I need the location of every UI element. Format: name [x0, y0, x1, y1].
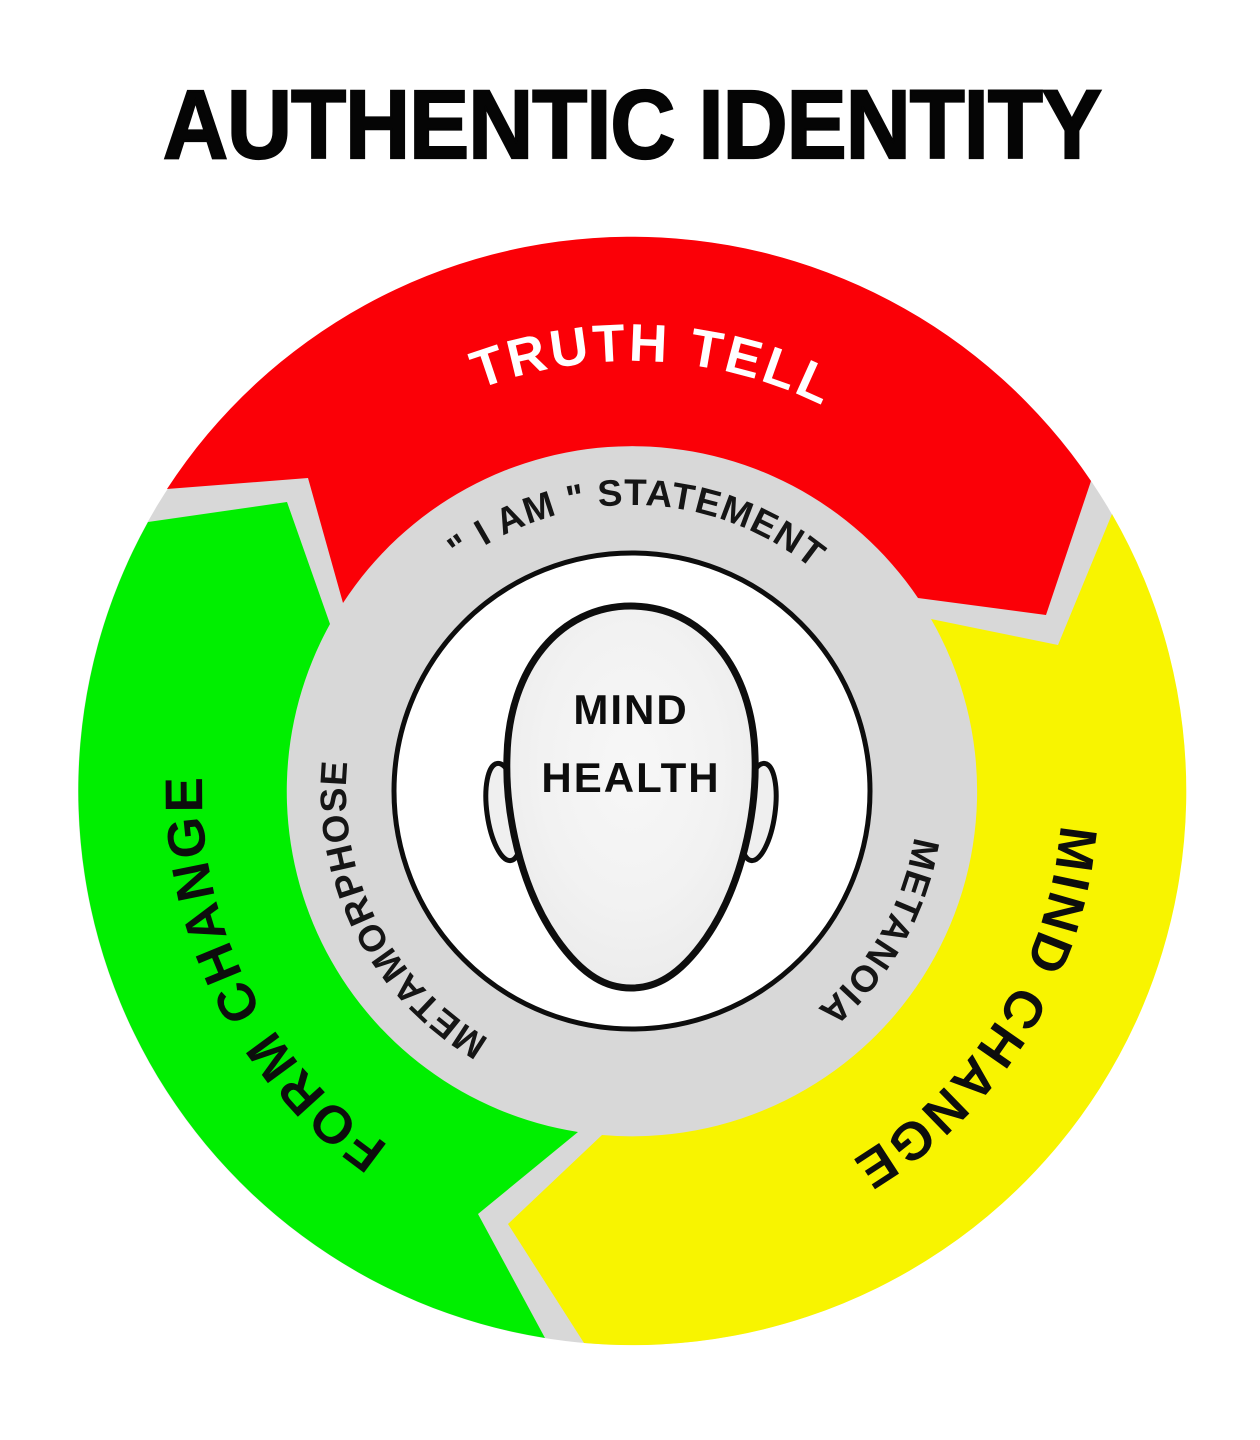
segment-mind-change-arrow: [508, 514, 1187, 1346]
segment-form-change-arrow: [78, 502, 579, 1338]
cycle-wheel: TRUTH TELL MIND CHANGE FORM CHANGE " I A…: [78, 236, 1187, 1346]
head-icon: MIND HEALTH: [483, 602, 779, 992]
center-label-line2: HEALTH: [541, 754, 720, 801]
head-outline: [503, 602, 759, 992]
page-title: AUTHENTIC IDENTITY: [163, 70, 1101, 179]
center-label-line1: MIND: [573, 686, 688, 733]
center-badge: MIND HEALTH: [391, 550, 873, 1032]
segment-truth-tell-arrow: [167, 236, 1091, 615]
